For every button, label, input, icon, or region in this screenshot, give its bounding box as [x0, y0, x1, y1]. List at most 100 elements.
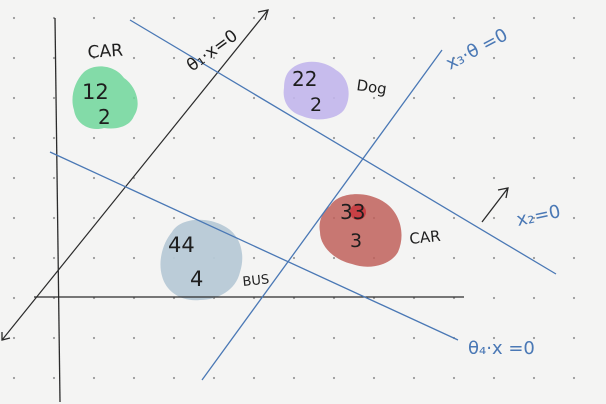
- grid-dot: [372, 336, 376, 340]
- grid-dot: [452, 256, 456, 260]
- grid-dot: [412, 96, 416, 100]
- hyperplane-x3-line: [201, 49, 443, 381]
- grid-dot: [212, 176, 216, 180]
- red-cluster-value-bottom: 3: [350, 230, 362, 252]
- grid-dot: [532, 176, 536, 180]
- red-cluster-dot: [350, 204, 366, 220]
- grid-dot: [292, 336, 296, 340]
- grid-dot: [572, 56, 576, 60]
- grid-dot: [52, 216, 56, 220]
- grid-dot: [132, 56, 136, 60]
- grid-dot: [52, 376, 56, 380]
- hyperplane-theta4-label: θ₄·x =0: [468, 338, 535, 359]
- grid-dot: [572, 96, 576, 100]
- grid-dot: [252, 256, 256, 260]
- grid-dot: [332, 16, 336, 20]
- hyperplane-x2-label: x₂=0: [515, 201, 563, 231]
- red-cluster-value-top: 33: [340, 200, 365, 224]
- grid-dot: [332, 336, 336, 340]
- grid-dot: [372, 56, 376, 60]
- grid-dot: [492, 16, 496, 20]
- grid-dot: [492, 96, 496, 100]
- grid-dot: [492, 56, 496, 60]
- grid-dot: [12, 256, 16, 260]
- grid-dot: [92, 56, 96, 60]
- grid-dot: [372, 376, 376, 380]
- grid-dot: [132, 16, 136, 20]
- grid-dot: [132, 136, 136, 140]
- grid-dot: [532, 136, 536, 140]
- grid-dot: [412, 256, 416, 260]
- grid-dot: [572, 296, 576, 300]
- grid-dot: [412, 176, 416, 180]
- grid-dot: [172, 136, 176, 140]
- grid-dot: [12, 376, 16, 380]
- grid-dot: [212, 56, 216, 60]
- grid-dot: [292, 256, 296, 260]
- blue-cluster-value-top: 44: [168, 233, 195, 257]
- grid-dot: [332, 376, 336, 380]
- grid-dot: [452, 56, 456, 60]
- hyperplane-x3-label: x₃·θ =0: [442, 24, 511, 74]
- grid-dot: [452, 96, 456, 100]
- grid-dot: [412, 56, 416, 60]
- grid-dot: [412, 376, 416, 380]
- grid-dot: [492, 336, 496, 340]
- grid-dot: [452, 176, 456, 180]
- grid-dot: [292, 216, 296, 220]
- grid-dot: [12, 336, 16, 340]
- grid-dot: [92, 376, 96, 380]
- grid-dot: [172, 336, 176, 340]
- grid-dot: [132, 256, 136, 260]
- grid-dot: [252, 16, 256, 20]
- grid-dot: [212, 336, 216, 340]
- grid-dot: [532, 216, 536, 220]
- grid-dot: [12, 216, 16, 220]
- grid-dot: [252, 376, 256, 380]
- grid-dot: [292, 16, 296, 20]
- grid-dot: [252, 336, 256, 340]
- grid-dot: [492, 136, 496, 140]
- green-cluster-blob: [72, 66, 138, 130]
- grid-dot: [92, 216, 96, 220]
- grid-dot: [92, 176, 96, 180]
- grid-dot: [412, 216, 416, 220]
- grid-dot: [212, 216, 216, 220]
- grid-dot: [172, 56, 176, 60]
- grid-dot: [412, 136, 416, 140]
- grid-dot: [52, 56, 56, 60]
- grid-dot: [292, 56, 296, 60]
- grid-dot: [12, 296, 16, 300]
- grid-dot: [452, 376, 456, 380]
- grid-dot: [492, 216, 496, 220]
- grid-dot: [492, 256, 496, 260]
- grid-dot: [52, 336, 56, 340]
- grid-dot: [172, 216, 176, 220]
- grid-dot: [412, 336, 416, 340]
- grid-dot: [332, 256, 336, 260]
- grid-dot: [92, 336, 96, 340]
- grid-dot: [452, 136, 456, 140]
- grid-dot: [132, 216, 136, 220]
- grid-dot: [572, 176, 576, 180]
- grid-dot: [12, 16, 16, 20]
- red-cluster-blob: [319, 194, 402, 267]
- z-axis-arrow-icon: [257, 9, 269, 21]
- grid-dot: [52, 176, 56, 180]
- grid-dot: [332, 176, 336, 180]
- purple-cluster-blob: [283, 61, 349, 120]
- grid-dot: [132, 376, 136, 380]
- grid-dot: [532, 296, 536, 300]
- red-cluster-class-label: CAR: [409, 227, 442, 248]
- z-axis-line: [1, 9, 269, 341]
- grid-dot: [252, 136, 256, 140]
- grid-dot: [292, 376, 296, 380]
- grid-dot: [492, 376, 496, 380]
- grid-dot: [132, 336, 136, 340]
- green-cluster-value-bottom: 2: [98, 105, 111, 129]
- blue-cluster-class-label: BUS: [242, 272, 270, 290]
- grid-dot: [372, 176, 376, 180]
- grid-dot: [572, 256, 576, 260]
- direction-arrow-icon: [481, 187, 509, 223]
